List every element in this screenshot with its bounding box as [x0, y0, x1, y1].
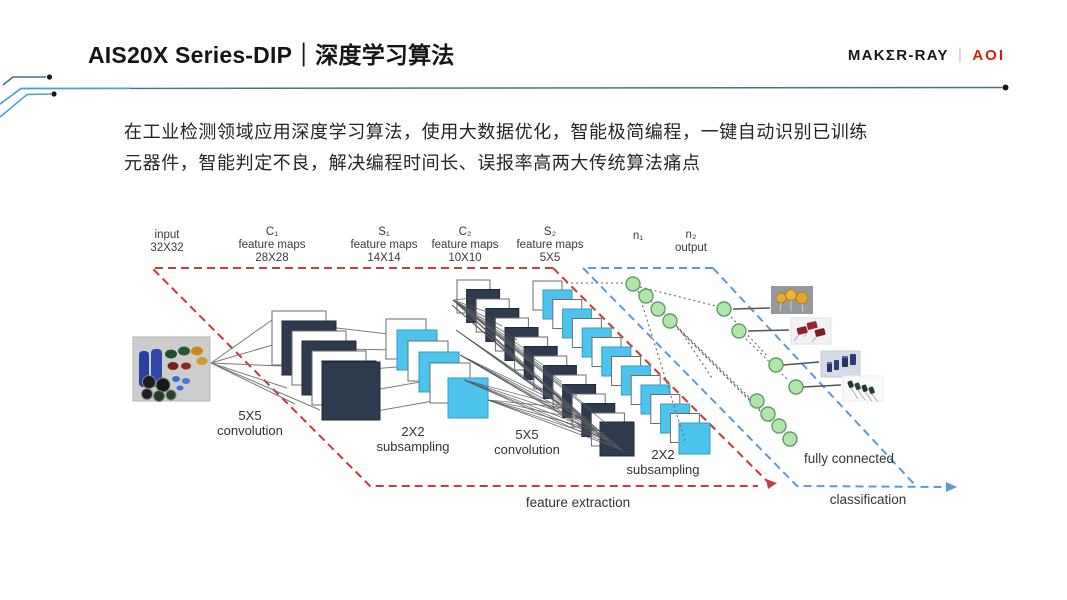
output-photo-blue-capacitors — [820, 350, 861, 378]
convolution-mesh-lines — [451, 297, 625, 454]
brand-product-aoi: AOI — [972, 46, 1005, 64]
intro-line-1: 在工业检测领域应用深度学习算法，使用大数据优化，智能极简编程，一键自动识别已训练 — [124, 122, 868, 142]
neuron-nodes — [625, 276, 804, 447]
label-s1-layer: S₁ feature maps 14X14 — [350, 226, 418, 264]
header-circuit-decoration — [0, 74, 1009, 118]
label-classification: classification — [829, 492, 907, 507]
page-title: AIS20X Series-DIP｜深度学习算法 — [88, 42, 455, 68]
intro-line-2: 元器件，智能判定不良，解决编程时间长、误报率高两大传统算法痛点 — [124, 153, 701, 173]
label-s2-layer: S₂ feature maps 5X5 — [516, 226, 584, 264]
label-c2-layer: C₂ feature maps 10X10 — [431, 226, 499, 264]
trapezoid-boundaries — [149, 266, 957, 492]
label-subsampling-2: 2X2 subsampling — [626, 447, 700, 478]
brand-name: MAKΣR-RAY — [847, 46, 949, 64]
label-n2-output-layer: n₂ output — [675, 229, 707, 254]
logo-divider: | — [957, 46, 964, 63]
feature-map-stacks — [271, 279, 711, 457]
label-subsampling-1: 2X2 subsampling — [376, 424, 450, 455]
label-convolution-2: 5X5 convolution — [494, 427, 560, 458]
dotted-connectors — [566, 282, 788, 445]
input-components-photo — [132, 336, 211, 402]
label-c1-layer: C₁ feature maps 28X28 — [238, 226, 306, 264]
label-input-layer: input 32X32 — [150, 229, 184, 254]
brand-logo: MAKΣR-RAY | AOI — [848, 46, 1005, 64]
output-photo-red-film-capacitors — [790, 317, 832, 345]
label-convolution-1: 5X5 convolution — [217, 408, 283, 439]
label-n1-layer: n₁ — [632, 230, 644, 242]
intro-text: 在工业检测领域应用深度学习算法，使用大数据优化，智能极简编程，一键自动识别已训练… — [124, 117, 868, 179]
output-photo-connectors — [732, 307, 842, 388]
label-feature-extraction: feature extraction — [525, 495, 631, 510]
label-fully-connected: fully connected — [803, 451, 895, 466]
output-photo-yellow-capacitors — [771, 286, 813, 314]
output-photo-green-leds — [842, 375, 884, 403]
